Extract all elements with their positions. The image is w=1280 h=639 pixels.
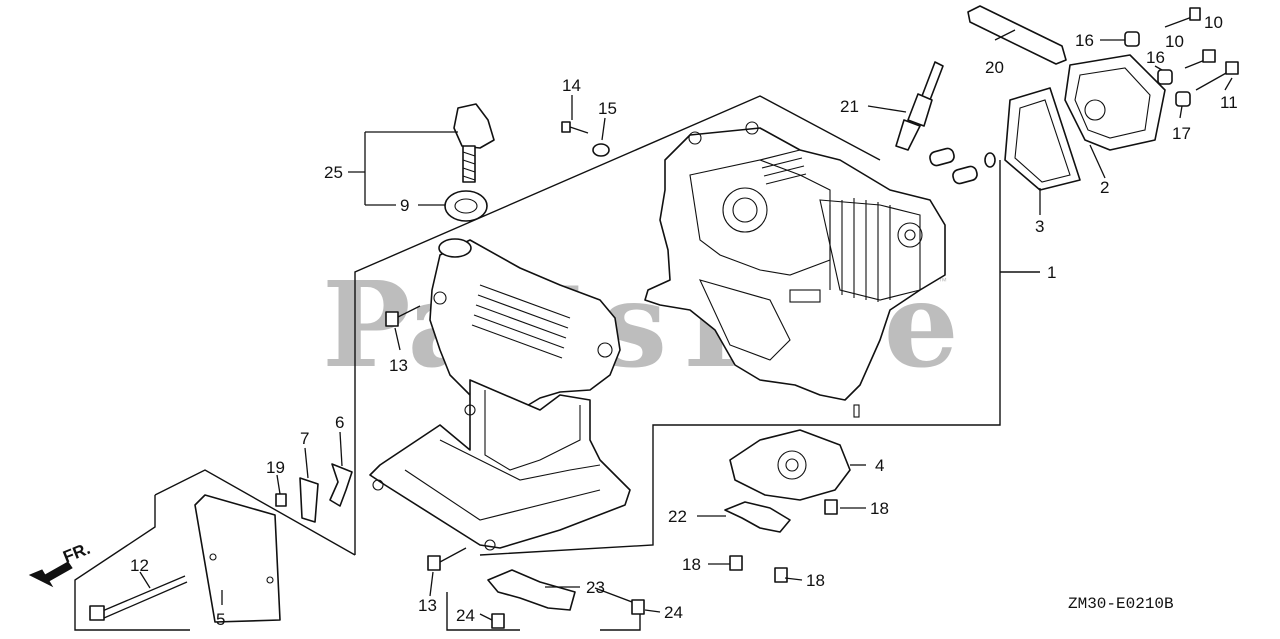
callout-20: 20 (985, 58, 1004, 77)
callout-14: 14 (562, 76, 581, 95)
callout-1: 1 (1047, 263, 1056, 282)
direction-label: FR. (60, 539, 93, 567)
stopper-22 (724, 501, 791, 533)
callout-16-top: 16 (1075, 31, 1094, 50)
callout-19: 19 (266, 458, 285, 477)
bracket-frame-right (594, 587, 641, 631)
callout-15: 15 (598, 99, 617, 118)
oil-dipstick-cap (453, 103, 495, 183)
callout-6: 6 (335, 413, 344, 432)
bolt-13-lower (427, 547, 467, 571)
callout-9: 9 (400, 196, 409, 215)
callout-24-right: 24 (664, 603, 683, 622)
assembly-frame (354, 95, 1040, 556)
bolt-11 (1195, 61, 1239, 91)
callout-21: 21 (840, 97, 859, 116)
callout-18-center: 18 (682, 555, 701, 574)
bolt-14 (561, 121, 589, 134)
dowel-pins (929, 147, 996, 185)
callout-12: 12 (130, 556, 149, 575)
watermark-trademark: ™ (938, 276, 947, 286)
callout-25: 25 (324, 163, 343, 182)
callout-16-mid: 16 (1146, 48, 1165, 67)
callout-7: 7 (300, 429, 309, 448)
bolt-24-right (631, 599, 645, 615)
callout-22: 22 (668, 507, 687, 526)
callout-24-left: 24 (456, 606, 475, 625)
callout-23: 23 (586, 578, 605, 597)
spark-plug (895, 61, 944, 151)
dipstick-gasket (444, 190, 488, 222)
bolt-13-upper (385, 305, 421, 327)
bracket-23 (487, 569, 576, 611)
collar-17 (1175, 91, 1191, 107)
front-arrow-icon (28, 561, 73, 588)
collar-16-top (1124, 31, 1140, 47)
callout-11: 11 (1220, 93, 1238, 112)
bolt-19 (275, 493, 287, 507)
bolt-10-right (1184, 49, 1216, 69)
callout-10-mid: 10 (1165, 32, 1184, 51)
callout-18-right: 18 (870, 499, 889, 518)
bolt-12 (89, 575, 188, 621)
callout-4: 4 (875, 456, 884, 475)
breather-tube (967, 5, 1067, 65)
bolt-18-lower (774, 567, 788, 583)
plate-7 (299, 477, 319, 523)
callout-17: 17 (1172, 124, 1191, 143)
bolt-18-right (824, 499, 838, 515)
callout-2: 2 (1100, 178, 1109, 197)
callout-5: 5 (216, 610, 225, 629)
callout-3: 3 (1035, 217, 1044, 236)
washer-15 (592, 143, 610, 157)
bracket-frame-left (446, 592, 520, 631)
diagram-code: ZM30-E0210B (1068, 595, 1174, 613)
head-cover-gasket (1004, 87, 1081, 191)
collar-16-mid (1157, 69, 1173, 85)
callout-labels: 1 2 3 4 5 6 7 9 10 10 11 12 13 13 14 15 … (130, 13, 1238, 629)
bolt-10-top (1164, 7, 1201, 28)
cover-frame (74, 469, 356, 631)
head-cover (1064, 54, 1166, 151)
side-cover-plate (194, 494, 281, 623)
leader-lines (139, 29, 1233, 621)
bearing-cover-4 (729, 429, 851, 501)
plate-6 (329, 463, 353, 507)
callout-18-lower: 18 (806, 571, 825, 590)
callout-10-top: 10 (1204, 13, 1223, 32)
crankcase-cover (369, 238, 631, 551)
callout-13-upper: 13 (389, 356, 408, 375)
bolt-24-left (491, 613, 505, 629)
bolt-18-center (729, 555, 743, 571)
crankcase-cylinder-block (644, 121, 946, 418)
callout-13-lower: 13 (418, 596, 437, 615)
